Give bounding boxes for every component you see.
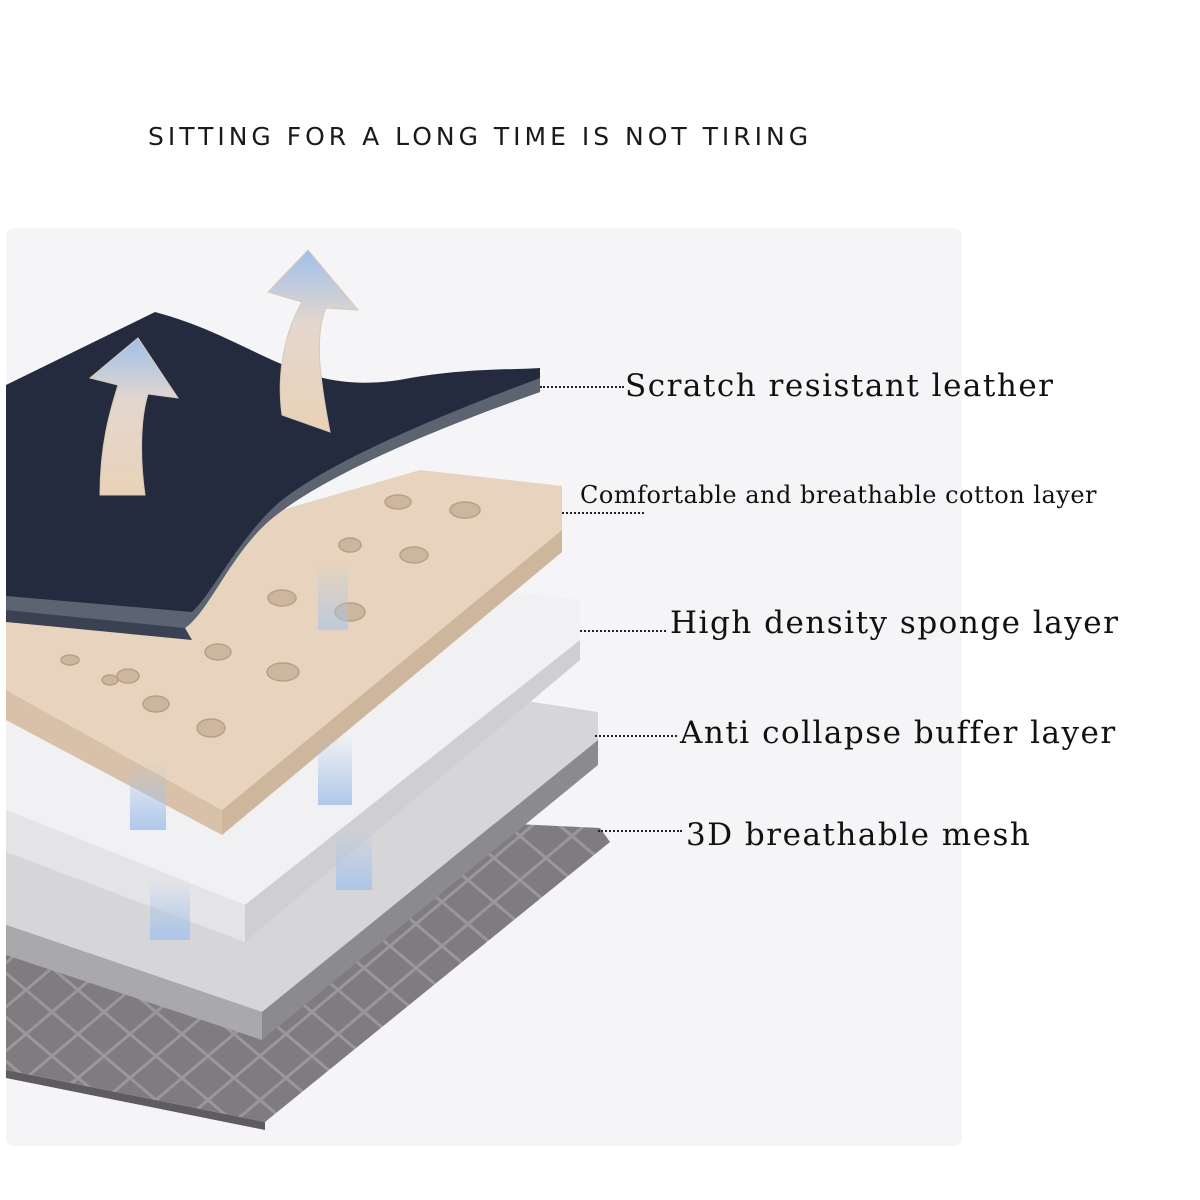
headline: SITTING FOR A LONG TIME IS NOT TIRING (148, 122, 813, 151)
leader-line (595, 735, 677, 737)
layer-label-leather: Scratch resistant leather (625, 368, 1055, 404)
layer-label-mesh: 3D breathable mesh (686, 817, 1032, 853)
airflow-glow (130, 560, 372, 940)
airflow-arrow-icon (267, 249, 360, 433)
leader-line (598, 830, 682, 832)
airflow-arrow-icon (88, 337, 180, 496)
layer-label-buffer: Anti collapse buffer layer (680, 715, 1117, 751)
layer-label-cotton: Comfortable and breathable cotton layer (580, 481, 1098, 509)
layer-label-sponge: High density sponge layer (670, 605, 1120, 641)
leader-line (540, 386, 624, 388)
leader-line (562, 512, 644, 514)
leader-line (580, 630, 666, 632)
